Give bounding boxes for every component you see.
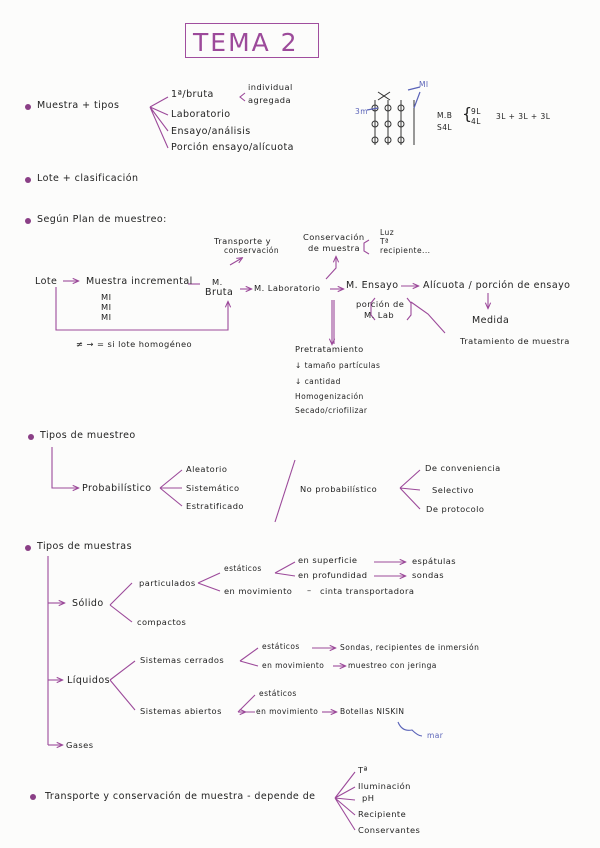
mi-1: MI (101, 292, 112, 302)
transporte-conservacion: Transporte y conservación de muestra - d… (45, 791, 316, 802)
factor-ph: pH (362, 793, 375, 803)
pre-title: Pretratamiento (295, 344, 364, 354)
prob-aleatorio: Aleatorio (186, 464, 228, 474)
diagram-mi-label: MI (419, 80, 429, 89)
bullet-lote (25, 177, 31, 183)
cinta-transportadora: cinta transportadora (320, 586, 415, 596)
factor-conservantes: Conservantes (358, 825, 421, 835)
factor-temp: Tª (358, 765, 368, 775)
bullet-muestreo (28, 434, 34, 440)
factor-iluminacion: Iluminación (358, 781, 411, 791)
lote-clasificacion: Lote + clasificación (37, 173, 139, 184)
espatulas: espátulas (412, 556, 457, 566)
sistemas-abiertos: Sistemas abiertos (140, 706, 222, 716)
solido-estaticos: estáticos (224, 564, 262, 573)
node-no-probabilistico: No probabilístico (300, 484, 378, 494)
noprob-protocolo: De protocolo (426, 504, 485, 514)
muestreo-heading: Tipos de muestreo (40, 430, 136, 441)
sub-agregada: agregada (248, 95, 291, 105)
muestra-tipos: Muestra + tipos (37, 100, 120, 111)
en-profundidad: en profundidad (298, 570, 368, 580)
diagram-brace: { (462, 104, 473, 123)
node-medida: Medida (472, 315, 510, 326)
noprob-conveniencia: De conveniencia (425, 463, 501, 473)
node-probabilistico: Probabilístico (82, 483, 152, 494)
diagram-side-label: 3m (355, 107, 368, 116)
node-solido: Sólido (72, 598, 104, 609)
cond-recipiente: recipiente... (380, 246, 431, 255)
branch-ensayo: Ensayo/análisis (171, 126, 251, 137)
branch-bruta: 1ª/bruta (171, 89, 214, 100)
mar-label: mar (427, 731, 444, 740)
conservacion-1: Conservación (303, 232, 365, 242)
prob-sistematico: Sistemático (186, 483, 240, 493)
muestreo-jeringa: muestreo con jeringa (348, 661, 437, 670)
page-title: TEMA 2 (193, 28, 299, 57)
cerrados-estaticos: estáticos (262, 642, 300, 651)
diagram-row-mb: M.B (437, 111, 453, 120)
bullet-tipos-muestras (25, 545, 31, 551)
diagram-val-1: 9L (471, 107, 481, 116)
bullet-muestra (25, 104, 31, 110)
cond-luz: Luz (380, 228, 395, 237)
title-box (185, 23, 319, 58)
pre-item-3: Homogenización (295, 392, 364, 401)
node-compactos: compactos (137, 617, 187, 627)
node-particulados: particulados (139, 578, 196, 588)
pre-item-2: ↓ cantidad (295, 377, 341, 386)
node-alicuota: Alícuota / porción de ensayo (423, 280, 571, 291)
bruta-1: M. (212, 277, 223, 287)
branch-laboratorio: Laboratorio (171, 109, 231, 120)
bruta-2: Bruta (205, 287, 234, 298)
node-incremental: Muestra incremental (86, 276, 193, 287)
cond-temp: Tª (380, 237, 390, 246)
branch-porcion: Porción ensayo/alícuota (171, 142, 294, 153)
porcion-1: porción de (356, 299, 405, 309)
plan-heading: Según Plan de muestreo: (37, 214, 167, 225)
diagram-val-2: 4L (471, 117, 481, 126)
prob-estratificado: Estratificado (186, 501, 244, 511)
homogeneo-note: ≠ → = si lote homogéneo (76, 339, 193, 349)
cerrados-movimiento: en movimiento (262, 661, 325, 670)
sondas-recipientes: Sondas, recipientes de inmersión (340, 643, 480, 652)
solido-movimiento: en movimiento (224, 586, 293, 596)
conservacion-2: de muestra (308, 243, 361, 253)
sistemas-cerrados: Sistemas cerrados (140, 655, 225, 665)
porcion-2: M. Lab (364, 310, 395, 320)
en-superficie: en superficie (298, 555, 358, 565)
factor-recipiente: Recipiente (358, 809, 407, 819)
botellas-niskin: Botellas NISKIN (340, 707, 405, 716)
diagram-row-s4l: S4L (437, 123, 453, 132)
mi-2: MI (101, 302, 112, 312)
diagram-sum: 3L + 3L + 3L (496, 112, 551, 121)
node-tratamiento: Tratamiento de muestra (460, 336, 570, 346)
node-laboratorio: M. Laboratorio (254, 283, 321, 293)
node-lote: Lote (35, 276, 58, 287)
noprob-selectivo: Selectivo (432, 485, 474, 495)
sub-individual: individual (248, 82, 293, 92)
bullet-transporte (30, 794, 36, 800)
pre-item-1: ↓ tamaño partículas (295, 361, 381, 370)
abiertos-estaticos: estáticos (259, 689, 297, 698)
abiertos-movimiento: en movimiento (256, 707, 319, 716)
transporte-1: Transporte y (214, 236, 271, 246)
transporte-2: conservación (224, 246, 280, 255)
bullet-plan (25, 218, 31, 224)
dash-cinta: – (307, 585, 312, 595)
mi-3: MI (101, 312, 112, 322)
tipos-muestras-heading: Tipos de muestras (37, 541, 132, 552)
node-gases: Gases (66, 740, 94, 750)
node-ensayo: M. Ensayo (346, 280, 399, 291)
sondas: sondas (412, 570, 445, 580)
pre-item-4: Secado/criofilizar (295, 406, 368, 415)
node-liquidos: Líquidos (67, 675, 111, 686)
